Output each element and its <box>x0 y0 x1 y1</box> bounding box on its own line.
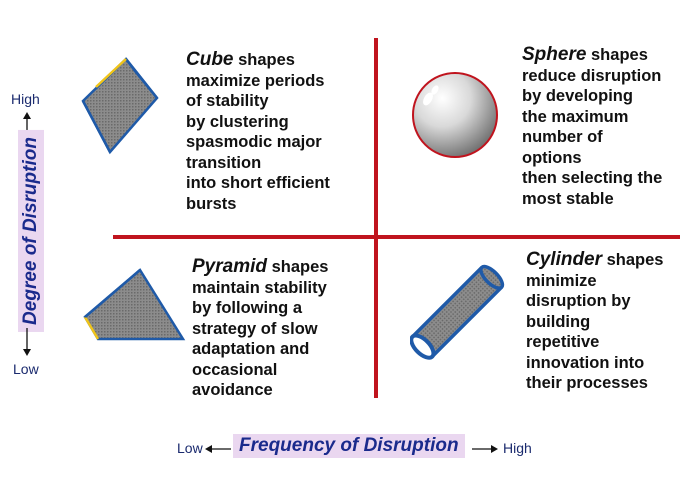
y-axis-low-label: Low <box>13 361 39 377</box>
cube-description: Cube shapes maximize periods of stabilit… <box>186 49 330 213</box>
y-axis-title: Degree of Disruption <box>18 130 44 332</box>
x-axis-left-arrow-icon <box>205 445 231 453</box>
x-axis-high-label: High <box>503 440 532 456</box>
pyramid-keyword: Pyramid <box>192 256 267 277</box>
x-axis-title: Frequency of Disruption <box>233 434 465 458</box>
pyramid-description: Pyramid shapes maintain stability by fol… <box>192 256 329 399</box>
cylinder-keyword: Cylinder <box>526 249 603 270</box>
x-axis-right-arrow-icon <box>472 445 498 453</box>
sphere-icon <box>412 72 498 158</box>
cube-icon <box>81 57 159 155</box>
cube-keyword: Cube <box>186 49 234 70</box>
x-axis-low-label: Low <box>177 440 203 456</box>
sphere-description: Sphere shapes reduce disruption by devel… <box>522 44 663 208</box>
pyramid-icon <box>83 268 186 341</box>
y-axis-down-arrow-icon <box>23 328 31 356</box>
y-axis-high-label: High <box>11 91 40 107</box>
cylinder-description: Cylinder shapes minimize disruption by b… <box>526 249 664 392</box>
cylinder-icon <box>410 264 505 360</box>
sphere-keyword: Sphere <box>522 44 587 65</box>
